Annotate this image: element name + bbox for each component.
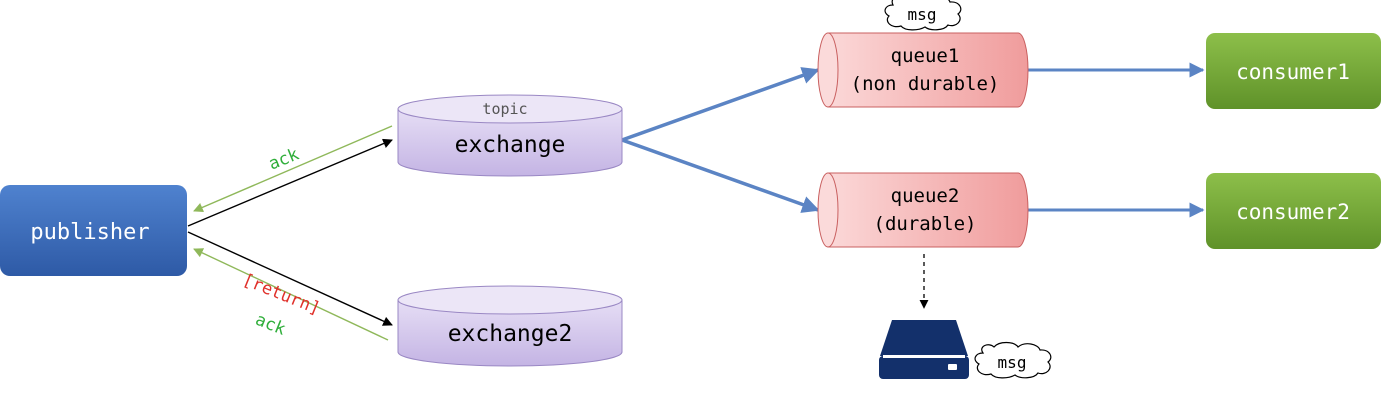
ack-arrow-exchange — [193, 125, 393, 213]
exchange2-label: exchange2 — [448, 321, 573, 347]
queue1-node: queue1 (non durable) — [817, 32, 1029, 108]
route-arrow-queue2 — [621, 138, 820, 213]
publish-arrow-exchange — [187, 138, 393, 227]
publisher-node: publisher — [0, 185, 187, 276]
queue1-durability-label: (non durable) — [851, 73, 1000, 95]
exchange-node: topic exchange — [397, 94, 623, 177]
exchange-type-label: topic — [482, 100, 527, 118]
msg-label-top: msg — [908, 5, 937, 24]
return-ack-arrow — [193, 248, 389, 341]
msg-label-disk: msg — [998, 353, 1027, 372]
queue2-node: queue2 (durable) — [817, 172, 1029, 248]
hard-drive-icon — [879, 320, 969, 379]
cloud-icon — [884, 0, 962, 31]
consumer2-node: consumer2 — [1206, 173, 1381, 249]
consumer1-label: consumer1 — [1236, 60, 1350, 84]
connectors — [187, 62, 1205, 341]
consumer1-node: consumer1 — [1206, 33, 1381, 109]
queue2-label: queue2 — [891, 185, 960, 207]
return-label: [return] — [240, 270, 323, 319]
queue1-label: queue1 — [891, 45, 960, 67]
msg-cloud-disk: msg — [974, 341, 1052, 379]
queue2-durability-label: (durable) — [874, 213, 977, 235]
cloud-icon — [974, 341, 1052, 379]
route-arrow-queue1 — [621, 67, 820, 142]
publish-arrow-exchange2 — [187, 231, 393, 326]
exchange-label: exchange — [455, 132, 566, 158]
exchange2-node: exchange2 — [397, 285, 623, 367]
msg-cloud-top: msg — [884, 0, 962, 31]
ack-label-top: ack — [266, 145, 302, 175]
publisher-label: publisher — [30, 220, 149, 245]
consumer2-label: consumer2 — [1236, 200, 1350, 224]
ack-label-bottom: ack — [252, 310, 288, 340]
